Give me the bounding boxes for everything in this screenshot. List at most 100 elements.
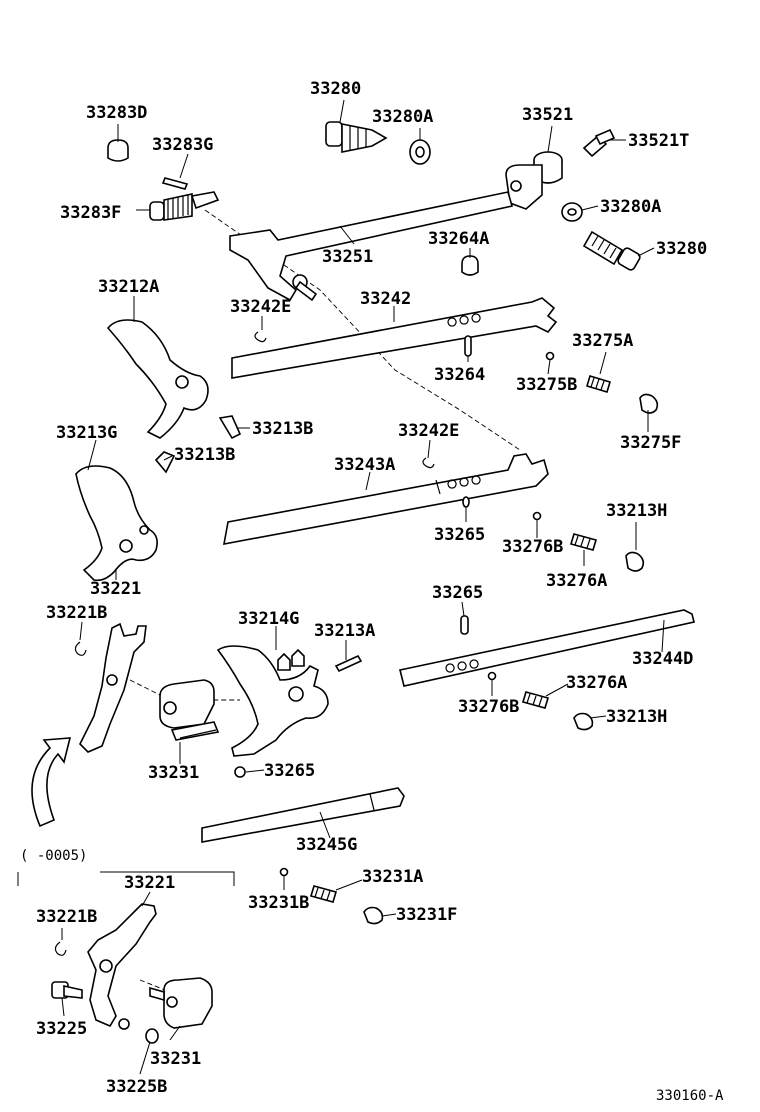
interlock-33231-top-icon [159, 679, 220, 741]
lever-33221-bot-icon [87, 903, 157, 1030]
label-33212A: 33212A [98, 277, 159, 297]
pin-33264-icon [464, 335, 472, 357]
plug-33283F-icon [149, 191, 220, 221]
label-33521T: 33521T [628, 131, 689, 151]
interlock-33231-bot-icon [149, 977, 213, 1029]
label-33221-top: 33221 [90, 579, 141, 599]
bolt-33213B-a-icon [218, 415, 242, 440]
label-33243A: 33243A [334, 455, 395, 475]
rotate-arrow-icon [31, 737, 72, 828]
label-33244D: 33244D [632, 649, 693, 669]
label-33242: 33242 [360, 289, 411, 309]
ball-33276B-b-icon [487, 671, 497, 681]
label-33213A: 33213A [314, 621, 375, 641]
label-33275B: 33275B [516, 375, 577, 395]
label-33221B-bot: 33221B [36, 907, 97, 927]
leader-lines [61, 99, 665, 1075]
label-33213H-bot: 33213H [606, 707, 667, 727]
ball-33265-a-icon [462, 496, 470, 508]
ball-33265-b-icon [460, 615, 469, 635]
label-33213B-a: 33213B [252, 419, 313, 439]
plug-33280-top-icon [325, 121, 388, 153]
fork-33213G-icon [75, 465, 158, 582]
label-33225: 33225 [36, 1019, 87, 1039]
label-33280-top: 33280 [310, 79, 361, 99]
label-33276B-a: 33276B [502, 537, 563, 557]
label-33221B-top: 33221B [46, 603, 107, 623]
plug-33264A-icon [461, 255, 479, 276]
label-33231F: 33231F [396, 905, 457, 925]
ball-33275B-icon [545, 351, 555, 361]
label-33283F: 33283F [60, 203, 121, 223]
shaft-33251-icon [229, 191, 514, 302]
label-33265-b: 33265 [432, 583, 483, 603]
label-33225B: 33225B [106, 1077, 167, 1097]
washer-33280A-right-icon [561, 202, 583, 222]
pin-33283G-icon [161, 177, 189, 190]
label-33251: 33251 [322, 247, 373, 267]
label-33283G: 33283G [152, 135, 213, 155]
label-33213B-b: 33213B [174, 445, 235, 465]
label-33265-a: 33265 [434, 525, 485, 545]
pin-33225-icon [51, 981, 83, 999]
bolt-33213B-b-icon [154, 451, 176, 474]
label-33213H-top: 33213H [606, 501, 667, 521]
label-33283D: 33283D [86, 103, 147, 123]
plug-33213H-top-icon [625, 551, 645, 572]
ball-33276B-a-icon [532, 511, 542, 521]
fork-33212A-icon [106, 319, 209, 439]
shaft-33244D-icon [399, 609, 695, 687]
label-range: ( -0005) [20, 848, 87, 864]
label-33231B: 33231B [248, 893, 309, 913]
spring-33275A-icon [586, 375, 611, 393]
washer-33280A-top-icon [409, 139, 431, 165]
label-33213G: 33213G [56, 423, 117, 443]
ball-33265-c-icon [234, 766, 246, 778]
label-33242E-mid: 33242E [398, 421, 459, 441]
plug-33275F-icon [639, 393, 659, 414]
label-33221-bot: 33221 [124, 873, 175, 893]
label-33242E-top: 33242E [230, 297, 291, 317]
plug-33280-right-icon [582, 230, 641, 271]
label-33276A-a: 33276A [546, 571, 607, 591]
pin-33242E-top-icon [254, 331, 267, 343]
label-33264: 33264 [434, 365, 485, 385]
shaft-33243A-icon [223, 453, 549, 545]
label-33276B-b: 33276B [458, 697, 519, 717]
range-bracket [17, 871, 235, 886]
assembly-line-shift-head [204, 209, 521, 451]
label-33214G: 33214G [238, 609, 299, 629]
fork-33214G-icon [216, 645, 329, 757]
shift-lever-head-33521-icon [505, 151, 563, 210]
shaft-33245G-icon [201, 787, 405, 843]
label-33280-right: 33280 [656, 239, 707, 259]
spring-33276A-a-icon [569, 533, 598, 551]
label-33231-bot: 33231 [150, 1049, 201, 1069]
clip-33221B-bot-icon [54, 941, 67, 956]
assembly-line-lower [139, 979, 166, 991]
label-33231-top: 33231 [148, 763, 199, 783]
label-33265-c: 33265 [264, 761, 315, 781]
label-33276A-b: 33276A [566, 673, 627, 693]
label-33275A: 33275A [572, 331, 633, 351]
label-33245G: 33245G [296, 835, 357, 855]
pin-33213A-icon [334, 654, 363, 673]
plug-33283D-icon [107, 139, 129, 162]
bolt-33521T-icon [582, 128, 616, 158]
label-33280A-top: 33280A [372, 107, 433, 127]
label-33280A-right: 33280A [600, 197, 661, 217]
label-33231A: 33231A [362, 867, 423, 887]
pin-33242E-mid-icon [422, 457, 435, 469]
plug-33213H-bot-icon [573, 712, 594, 731]
plug-33231F-icon [363, 906, 384, 925]
label-33264A: 33264A [428, 229, 489, 249]
spring-33231A-icon [309, 885, 338, 903]
label-33275F: 33275F [620, 433, 681, 453]
spring-33276A-b-icon [521, 691, 550, 709]
lever-33221-top-icon [79, 622, 147, 753]
shaft-33242-icon [231, 297, 558, 379]
clip-33225B-icon [145, 1028, 159, 1044]
ball-33231B-icon [279, 867, 289, 877]
diagram-code: 330160-A [656, 1088, 724, 1104]
